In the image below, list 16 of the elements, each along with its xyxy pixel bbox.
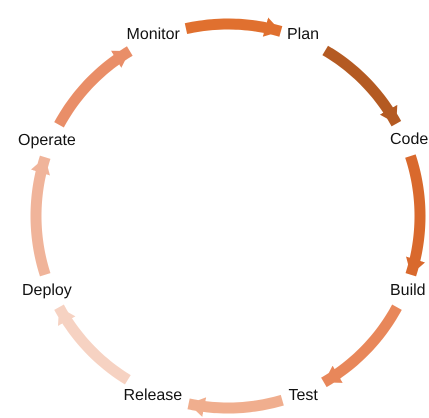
stage-label: Release xyxy=(124,387,182,405)
curved-arrow xyxy=(321,304,402,388)
curved-arrow xyxy=(54,46,133,128)
curved-arrow xyxy=(184,17,282,37)
curved-arrow xyxy=(54,304,131,384)
stage-label: Code xyxy=(390,131,428,149)
stage-label: Monitor xyxy=(126,26,180,44)
curved-arrow xyxy=(188,394,284,417)
curved-arrow xyxy=(322,46,402,126)
stage-label: Build xyxy=(390,282,426,300)
stage-label: Operate xyxy=(18,132,76,150)
stage-label: Plan xyxy=(287,26,320,44)
stage-label: Test xyxy=(288,387,318,405)
curved-arrow xyxy=(30,156,50,276)
curved-arrow xyxy=(405,154,426,276)
stage-label: Deploy xyxy=(22,282,72,300)
